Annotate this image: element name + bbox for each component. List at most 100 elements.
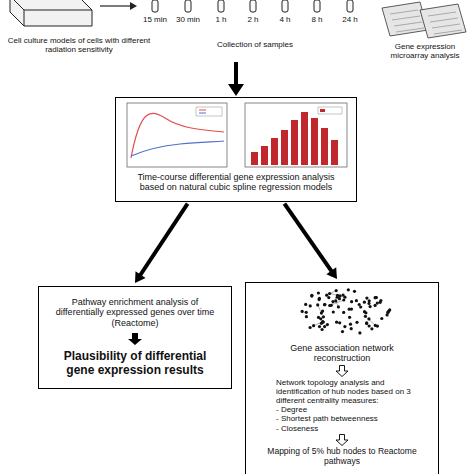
step-text: Pathway enrichment analysis of different…: [50, 297, 220, 328]
network-dot: [370, 327, 373, 330]
network-dot: [365, 321, 368, 324]
network-dot: [319, 317, 322, 320]
network-dot: [368, 324, 371, 327]
time-point-label: 2 h: [236, 15, 270, 24]
network-dot: [363, 301, 366, 304]
process-box: Pathway enrichment analysis of different…: [38, 286, 232, 389]
network-dot: [334, 299, 337, 302]
network-dot: [310, 295, 313, 298]
gene-network: [301, 288, 392, 334]
flow-connector: [135, 204, 188, 283]
connector-line: [140, 204, 188, 276]
time-point-label: 1 h: [204, 15, 238, 24]
network-dot: [374, 304, 377, 307]
culture-flask: [10, 0, 92, 26]
microarray-slides: [382, 2, 466, 38]
network-dot: [326, 323, 329, 326]
network-dot: [348, 316, 351, 319]
spline-line-chart: [127, 103, 227, 167]
network-dot: [379, 299, 382, 302]
network-dot: [358, 331, 361, 334]
step-caption: Gene expression microarray analysis: [380, 42, 470, 60]
network-edge: [365, 316, 375, 325]
network-dot: [328, 292, 331, 295]
network-dot: [318, 298, 321, 301]
analysis-box: Time-course differential gene expression…: [115, 97, 357, 202]
network-dot: [309, 326, 312, 329]
network-dot: [368, 299, 371, 302]
network-dot: [342, 298, 345, 301]
time-point-label: 15 min: [138, 15, 172, 24]
network-dot: [343, 325, 346, 328]
network-dot: [304, 303, 307, 306]
network-dot: [365, 322, 368, 325]
arrow-head: [135, 271, 146, 283]
step-text: Time-course differential gene expression…: [126, 172, 346, 193]
network-dot: [322, 315, 325, 318]
method-text: - Shortest path betweenness: [254, 414, 430, 423]
network-dot: [364, 311, 367, 314]
network-dot: [321, 328, 324, 331]
arrow-head: [130, 2, 137, 10]
network-dot: [305, 311, 308, 314]
network-dot: [374, 296, 377, 299]
step-text: Mapping of 5% hub nodes to Reactome path…: [267, 447, 417, 467]
network-dot: [388, 308, 391, 311]
arrow-icon: [335, 434, 349, 446]
process-box: Gene association network reconstructionN…: [245, 282, 439, 474]
network-dot: [330, 304, 333, 307]
network-dot: [318, 325, 321, 328]
network-dot: [316, 303, 319, 306]
network-dot: [337, 305, 340, 308]
network-dot: [353, 290, 356, 293]
network-dot: [374, 296, 377, 299]
network-dot: [305, 315, 308, 318]
network-dot: [309, 304, 312, 307]
network-dot: [331, 300, 334, 303]
step-arrow: [335, 434, 349, 446]
time-point-label: 4 h: [268, 15, 302, 24]
network-dot: [350, 300, 353, 303]
flow-arrow: [228, 62, 244, 96]
network-dot: [380, 317, 383, 320]
network-dot: [364, 315, 367, 318]
network-dot: [323, 303, 326, 306]
arrow-icon: [128, 333, 142, 345]
network-dot: [365, 297, 368, 300]
network-dot: [320, 312, 323, 315]
time-point-label: 24 h: [333, 15, 367, 24]
step-arrow: [335, 365, 349, 377]
network-dot: [355, 321, 358, 324]
step-text: Gene association network reconstruction: [285, 343, 400, 364]
network-dot: [386, 313, 389, 316]
step-caption: Cell culture models of cells with differ…: [4, 36, 154, 54]
network-dot: [325, 294, 328, 297]
sample-tubes: [152, 0, 353, 12]
network-dot: [369, 305, 372, 308]
step-caption: Collection of samples: [200, 40, 310, 49]
method-text: - Degree: [254, 405, 430, 414]
network-dot: [323, 325, 326, 328]
time-point-label: 30 min: [171, 15, 205, 24]
network-dot: [350, 327, 353, 330]
step-arrow: [128, 333, 142, 345]
network-dot: [348, 308, 351, 311]
arrow-head: [326, 267, 337, 279]
arrow-icon: [335, 365, 349, 377]
network-dot: [332, 310, 335, 313]
network-dot: [310, 294, 313, 297]
network-dot: [342, 311, 345, 314]
network-dot: [338, 321, 341, 324]
network-dot: [349, 323, 352, 326]
network-dot: [323, 303, 326, 306]
network-dot: [347, 288, 350, 291]
network-dot: [335, 289, 338, 292]
network-dot: [317, 291, 320, 294]
network-dot: [359, 305, 362, 308]
network-dot: [367, 317, 370, 320]
network-dot: [327, 296, 330, 299]
connector-line: [284, 204, 331, 272]
